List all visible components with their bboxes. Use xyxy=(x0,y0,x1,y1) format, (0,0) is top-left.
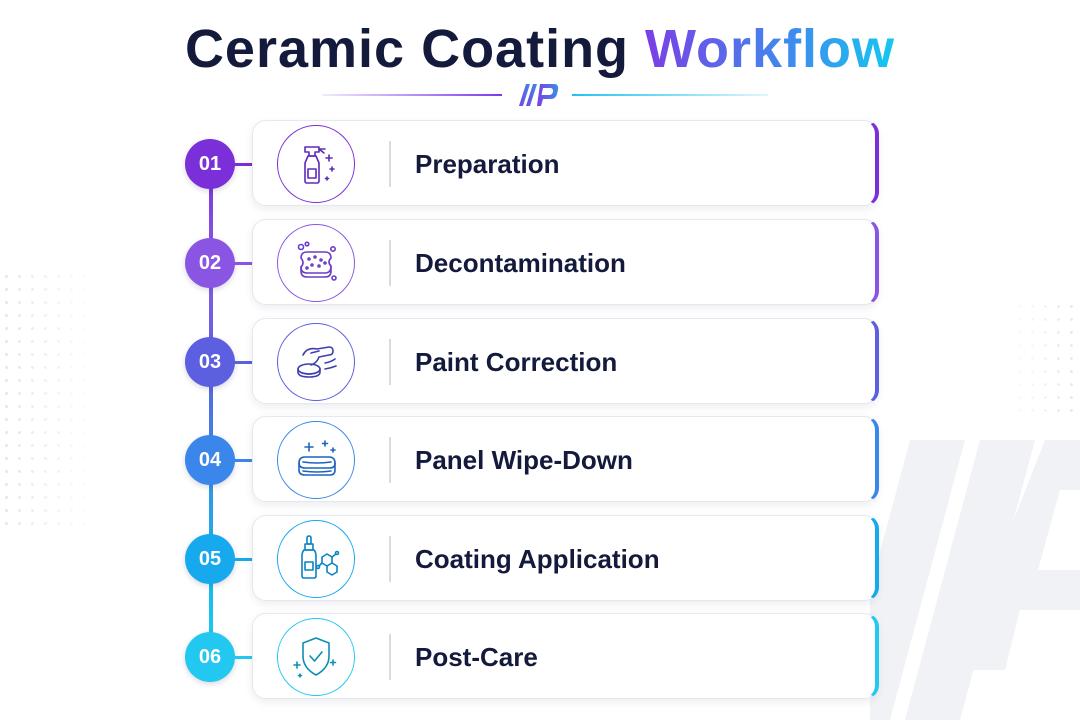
step-label: Decontamination xyxy=(415,248,626,278)
step-icon-circle xyxy=(277,224,355,302)
step-number-badge: 04 xyxy=(185,435,235,485)
step-number-badge: 06 xyxy=(185,632,235,682)
step-connector xyxy=(233,262,255,265)
dropper-bottle-icon xyxy=(301,535,340,579)
title-divider xyxy=(322,84,768,106)
step-card: Preparation xyxy=(252,120,879,206)
spray-bottle-icon xyxy=(304,146,335,184)
step-connector xyxy=(233,558,255,561)
background-logo-watermark xyxy=(870,440,1080,720)
card-accent-border xyxy=(857,120,879,206)
towel-icon xyxy=(298,440,336,476)
step-card: Paint Correction xyxy=(252,318,879,404)
step-icon-circle xyxy=(277,520,355,598)
card-accent-border xyxy=(857,219,879,305)
shield-check-icon xyxy=(293,637,337,678)
card-separator xyxy=(389,339,391,385)
step-label: Paint Correction xyxy=(415,347,618,377)
card-separator xyxy=(389,240,391,286)
step-number-badge: 01 xyxy=(185,139,235,189)
polisher-icon xyxy=(297,346,337,378)
workflow-step-post-care: 06 Post-Care xyxy=(0,613,1080,701)
step-icon-circle xyxy=(277,323,355,401)
step-number-badge: 03 xyxy=(185,337,235,387)
step-connector xyxy=(233,656,255,659)
workflow-step-panel-wipe-down: 04 Panel Wipe-Down xyxy=(0,416,1080,504)
step-number-badge: 02 xyxy=(185,238,235,288)
page-title: Ceramic Coating Workflow xyxy=(0,18,1080,80)
workflow-step-decontamination: 02 Decontamination xyxy=(0,219,1080,307)
timeline-line xyxy=(209,160,213,660)
workflow-step-preparation: 01 Preparation xyxy=(0,120,1080,208)
divider-line-left xyxy=(322,94,502,96)
step-icon-circle xyxy=(277,618,355,696)
sponge-icon xyxy=(297,241,337,281)
card-separator xyxy=(389,437,391,483)
step-connector xyxy=(233,163,255,166)
card-accent-border xyxy=(857,416,879,502)
title-text-main: Ceramic Coating xyxy=(184,19,646,79)
divider-line-right xyxy=(572,94,768,96)
card-separator xyxy=(389,536,391,582)
step-label: Coating Application xyxy=(415,544,660,574)
step-card: Panel Wipe-Down xyxy=(252,416,879,502)
decorative-dots-left xyxy=(0,270,100,530)
step-number-badge: 05 xyxy=(185,534,235,584)
card-separator xyxy=(389,634,391,680)
brand-logo-icon xyxy=(519,84,559,106)
step-icon-circle xyxy=(277,421,355,499)
step-icon-circle xyxy=(277,125,355,203)
card-accent-border xyxy=(857,613,879,699)
step-card: Coating Application xyxy=(252,515,879,601)
card-accent-border xyxy=(857,515,879,601)
workflow-step-paint-correction: 03 Paint Correction xyxy=(0,318,1080,406)
step-card: Decontamination xyxy=(252,219,879,305)
title-text-highlight: Workflow xyxy=(645,19,896,79)
card-separator xyxy=(389,141,391,187)
step-card: Post-Care xyxy=(252,613,879,699)
workflow-step-coating-application: 05 Coating Application xyxy=(0,515,1080,603)
step-label: Panel Wipe-Down xyxy=(415,445,633,475)
step-label: Preparation xyxy=(415,149,560,179)
decorative-dots-right xyxy=(1000,300,1080,420)
step-label: Post-Care xyxy=(415,642,538,672)
step-connector xyxy=(233,361,255,364)
step-connector xyxy=(233,459,255,462)
card-accent-border xyxy=(857,318,879,404)
